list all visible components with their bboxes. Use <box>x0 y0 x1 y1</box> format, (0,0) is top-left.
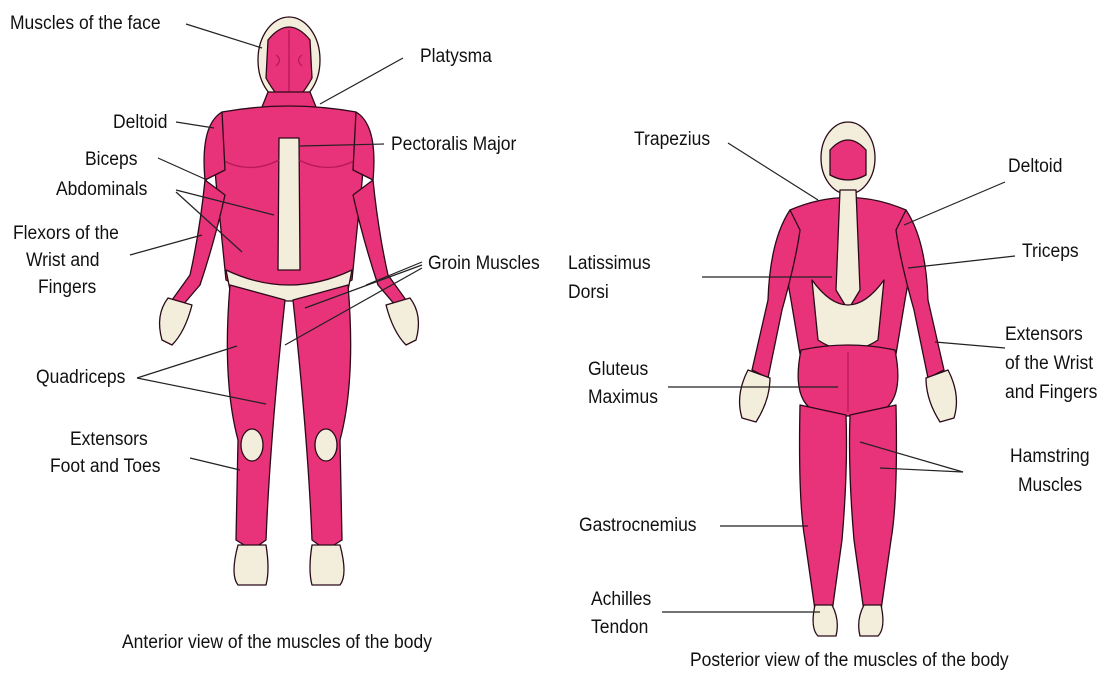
label-quadriceps: Quadriceps <box>36 366 125 389</box>
label-flexors-line-1: Flexors of the <box>13 222 119 245</box>
label-latissimus-line-2: Dorsi <box>568 281 609 304</box>
anterior-right-deltoid <box>353 112 374 180</box>
label-biceps: Biceps <box>85 148 137 171</box>
posterior-left-hand <box>740 370 770 422</box>
label-latissimus-line-1: Latissimus <box>568 252 651 275</box>
label-extensors-wrist-line-3: and Fingers <box>1005 381 1097 404</box>
label-posterior-deltoid: Deltoid <box>1008 155 1062 178</box>
posterior-caption: Posterior view of the muscles of the bod… <box>690 650 1009 672</box>
anterior-left-arm <box>172 180 225 306</box>
label-triceps: Triceps <box>1022 240 1079 263</box>
posterior-right-leg <box>850 405 897 612</box>
label-hamstring-line-1: Hamstring <box>1010 445 1090 468</box>
label-gluteus-line-1: Gluteus <box>588 358 648 381</box>
label-gastrocnemius: Gastrocnemius <box>579 514 697 537</box>
label-flexors-line-3: Fingers <box>38 276 96 299</box>
anterior-left-leg <box>227 285 285 550</box>
label-extensors-wrist-line-2: of the Wrist <box>1005 352 1093 375</box>
anterior-left-deltoid <box>204 112 225 180</box>
label-anterior-deltoid: Deltoid <box>113 111 167 134</box>
label-pectoralis-major: Pectoralis Major <box>391 133 516 156</box>
posterior-left-leg <box>800 405 847 612</box>
label-groin-muscles: Groin Muscles <box>428 252 540 275</box>
label-flexors-line-2: Wrist and <box>26 249 100 272</box>
anterior-caption: Anterior view of the muscles of the body <box>122 632 432 654</box>
label-hamstring-line-2: Muscles <box>1018 474 1082 497</box>
posterior-right-hand <box>926 370 956 422</box>
label-gluteus-line-2: Maximus <box>588 386 658 409</box>
label-extensors-foot-line-2: Foot and Toes <box>50 455 160 478</box>
anterior-figure <box>160 17 419 585</box>
label-achilles-line-2: Tendon <box>591 616 648 639</box>
label-achilles-line-1: Achilles <box>591 588 651 611</box>
label-extensors-wrist-line-1: Extensors <box>1005 323 1083 346</box>
label-muscles-of-the-face: Muscles of the face <box>10 12 161 35</box>
anterior-right-hand <box>386 298 418 345</box>
label-trapezius: Trapezius <box>634 128 710 151</box>
anterior-left-hand <box>160 298 192 345</box>
label-abdominals: Abdominals <box>56 178 147 201</box>
posterior-figure <box>740 122 957 636</box>
label-platysma: Platysma <box>420 45 492 68</box>
anterior-right-foot <box>310 545 344 585</box>
label-extensors-foot-line-1: Extensors <box>70 428 148 451</box>
anterior-left-foot <box>234 545 268 585</box>
